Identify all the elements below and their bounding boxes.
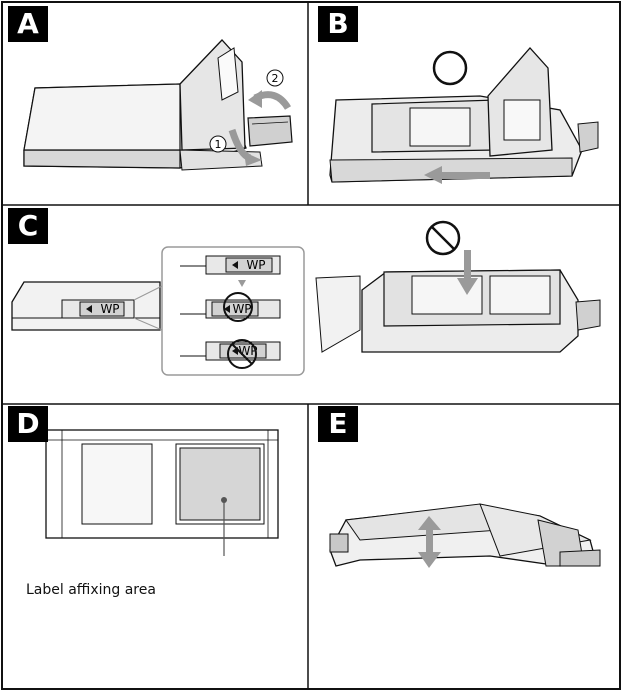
panel-e-letter: E — [318, 406, 358, 442]
prohibited-icon — [425, 220, 461, 256]
panel-d — [45, 429, 279, 556]
step-1-marker — [209, 135, 227, 153]
prohibited-icon — [227, 339, 257, 369]
panel-a-letter: A — [8, 6, 48, 42]
panel-b — [315, 47, 601, 353]
panel-a: 1 2 — [23, 39, 293, 171]
step-1-label: 1 — [215, 138, 222, 151]
open-close-arrow-icon — [418, 516, 441, 530]
highlight-circle-icon — [223, 292, 253, 322]
panel-e — [329, 503, 601, 568]
slide-left-arrow-icon — [424, 166, 442, 184]
wp-state-label: WP — [246, 258, 265, 272]
label-area — [179, 447, 261, 521]
wp-switch-label: WP — [100, 302, 119, 316]
label-affixing-caption: Label affixing area — [26, 582, 156, 598]
wp-state-label: WP — [232, 302, 251, 316]
panel-c-letter: C — [8, 208, 48, 244]
panel-d-letter: D — [8, 406, 48, 442]
press-down-arrow-icon — [457, 278, 478, 295]
panel-b-letter: B — [318, 6, 358, 42]
step-2-label: 2 — [272, 72, 279, 85]
panel-c: WP WP WP WP — [11, 246, 305, 376]
correct-mark-icon — [432, 50, 468, 86]
step-2-marker — [266, 69, 284, 87]
